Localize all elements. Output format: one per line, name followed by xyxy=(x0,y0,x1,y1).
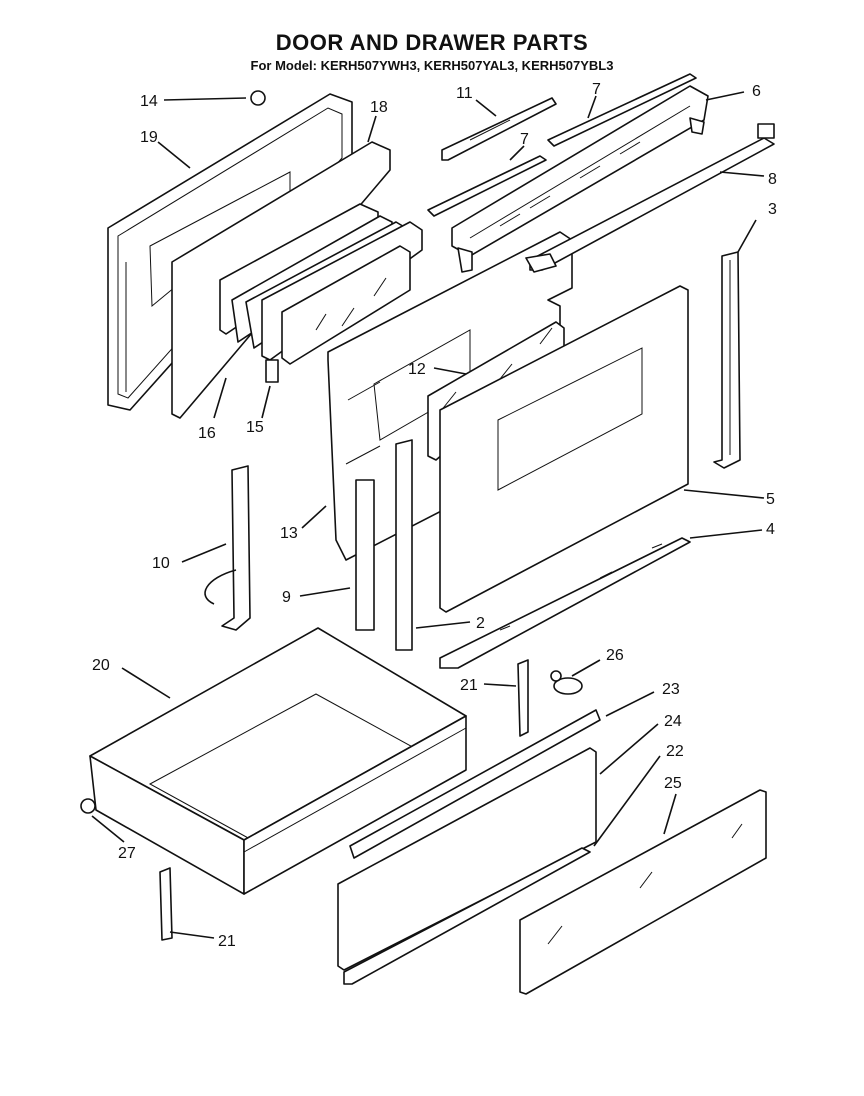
callout-21-lower: 21 xyxy=(218,933,236,950)
callout-25: 25 xyxy=(664,775,682,792)
callout-18: 18 xyxy=(370,99,388,116)
callout-24: 24 xyxy=(664,713,682,730)
callout-7-upper: 7 xyxy=(592,81,601,98)
part-26-drawer-roller xyxy=(550,670,583,695)
model-subtitle: For Model: KERH507YWH3, KERH507YAL3, KER… xyxy=(250,58,614,73)
part-8-door-rod xyxy=(525,123,775,273)
callout-27: 27 xyxy=(118,845,136,862)
leader-lines xyxy=(91,91,765,939)
callout-19: 19 xyxy=(140,129,158,146)
callout-22: 22 xyxy=(666,743,684,760)
callout-23: 23 xyxy=(662,681,680,698)
callout-2: 2 xyxy=(476,615,485,632)
part-6-door-top-trim xyxy=(451,85,709,273)
callout-6: 6 xyxy=(752,83,761,100)
part-5-outer-door-panel xyxy=(439,285,689,613)
part-14-door-bumper xyxy=(250,90,266,106)
callout-10: 10 xyxy=(152,555,170,572)
callout-26: 26 xyxy=(606,647,624,664)
part-23-drawer-rail xyxy=(349,709,601,859)
part-9-door-side-trim xyxy=(355,479,375,631)
callout-3: 3 xyxy=(768,201,777,218)
part-22-drawer-bottom-trim xyxy=(343,847,591,985)
callout-13: 13 xyxy=(280,525,298,542)
part-20-drawer-box xyxy=(89,627,467,895)
callout-16: 16 xyxy=(198,425,216,442)
callout-11: 11 xyxy=(456,85,473,102)
callout-4: 4 xyxy=(766,521,775,538)
callout-12: 12 xyxy=(408,361,426,378)
part-3-door-side-trim xyxy=(713,251,741,469)
part-7-vent-strips xyxy=(427,73,697,217)
part-25-drawer-glass xyxy=(519,789,767,995)
callout-8: 8 xyxy=(768,171,777,188)
callout-5: 5 xyxy=(766,491,775,508)
page-title: DOOR AND DRAWER PARTS xyxy=(275,30,589,55)
callout-20: 20 xyxy=(92,657,110,674)
callout-14: 14 xyxy=(140,93,158,110)
part-27-drawer-bumper xyxy=(80,798,96,814)
callout-9: 9 xyxy=(282,589,291,606)
part-10-left-hinge xyxy=(204,465,251,631)
part-21-drawer-bracket-lower xyxy=(159,867,173,941)
part-21-drawer-bracket-upper xyxy=(517,659,529,737)
part-2-hinge-channel xyxy=(395,439,413,651)
part-11-door-handle xyxy=(441,97,557,161)
callout-7-lower: 7 xyxy=(520,131,529,148)
callout-21-upper: 21 xyxy=(460,677,478,694)
callout-15: 15 xyxy=(246,419,264,436)
part-15-inner-window-glass xyxy=(261,221,423,383)
part-4-door-bottom-trim xyxy=(439,537,691,669)
callout-labels: 14 19 18 11 7 6 7 8 3 12 16 15 5 4 13 10… xyxy=(92,81,777,950)
